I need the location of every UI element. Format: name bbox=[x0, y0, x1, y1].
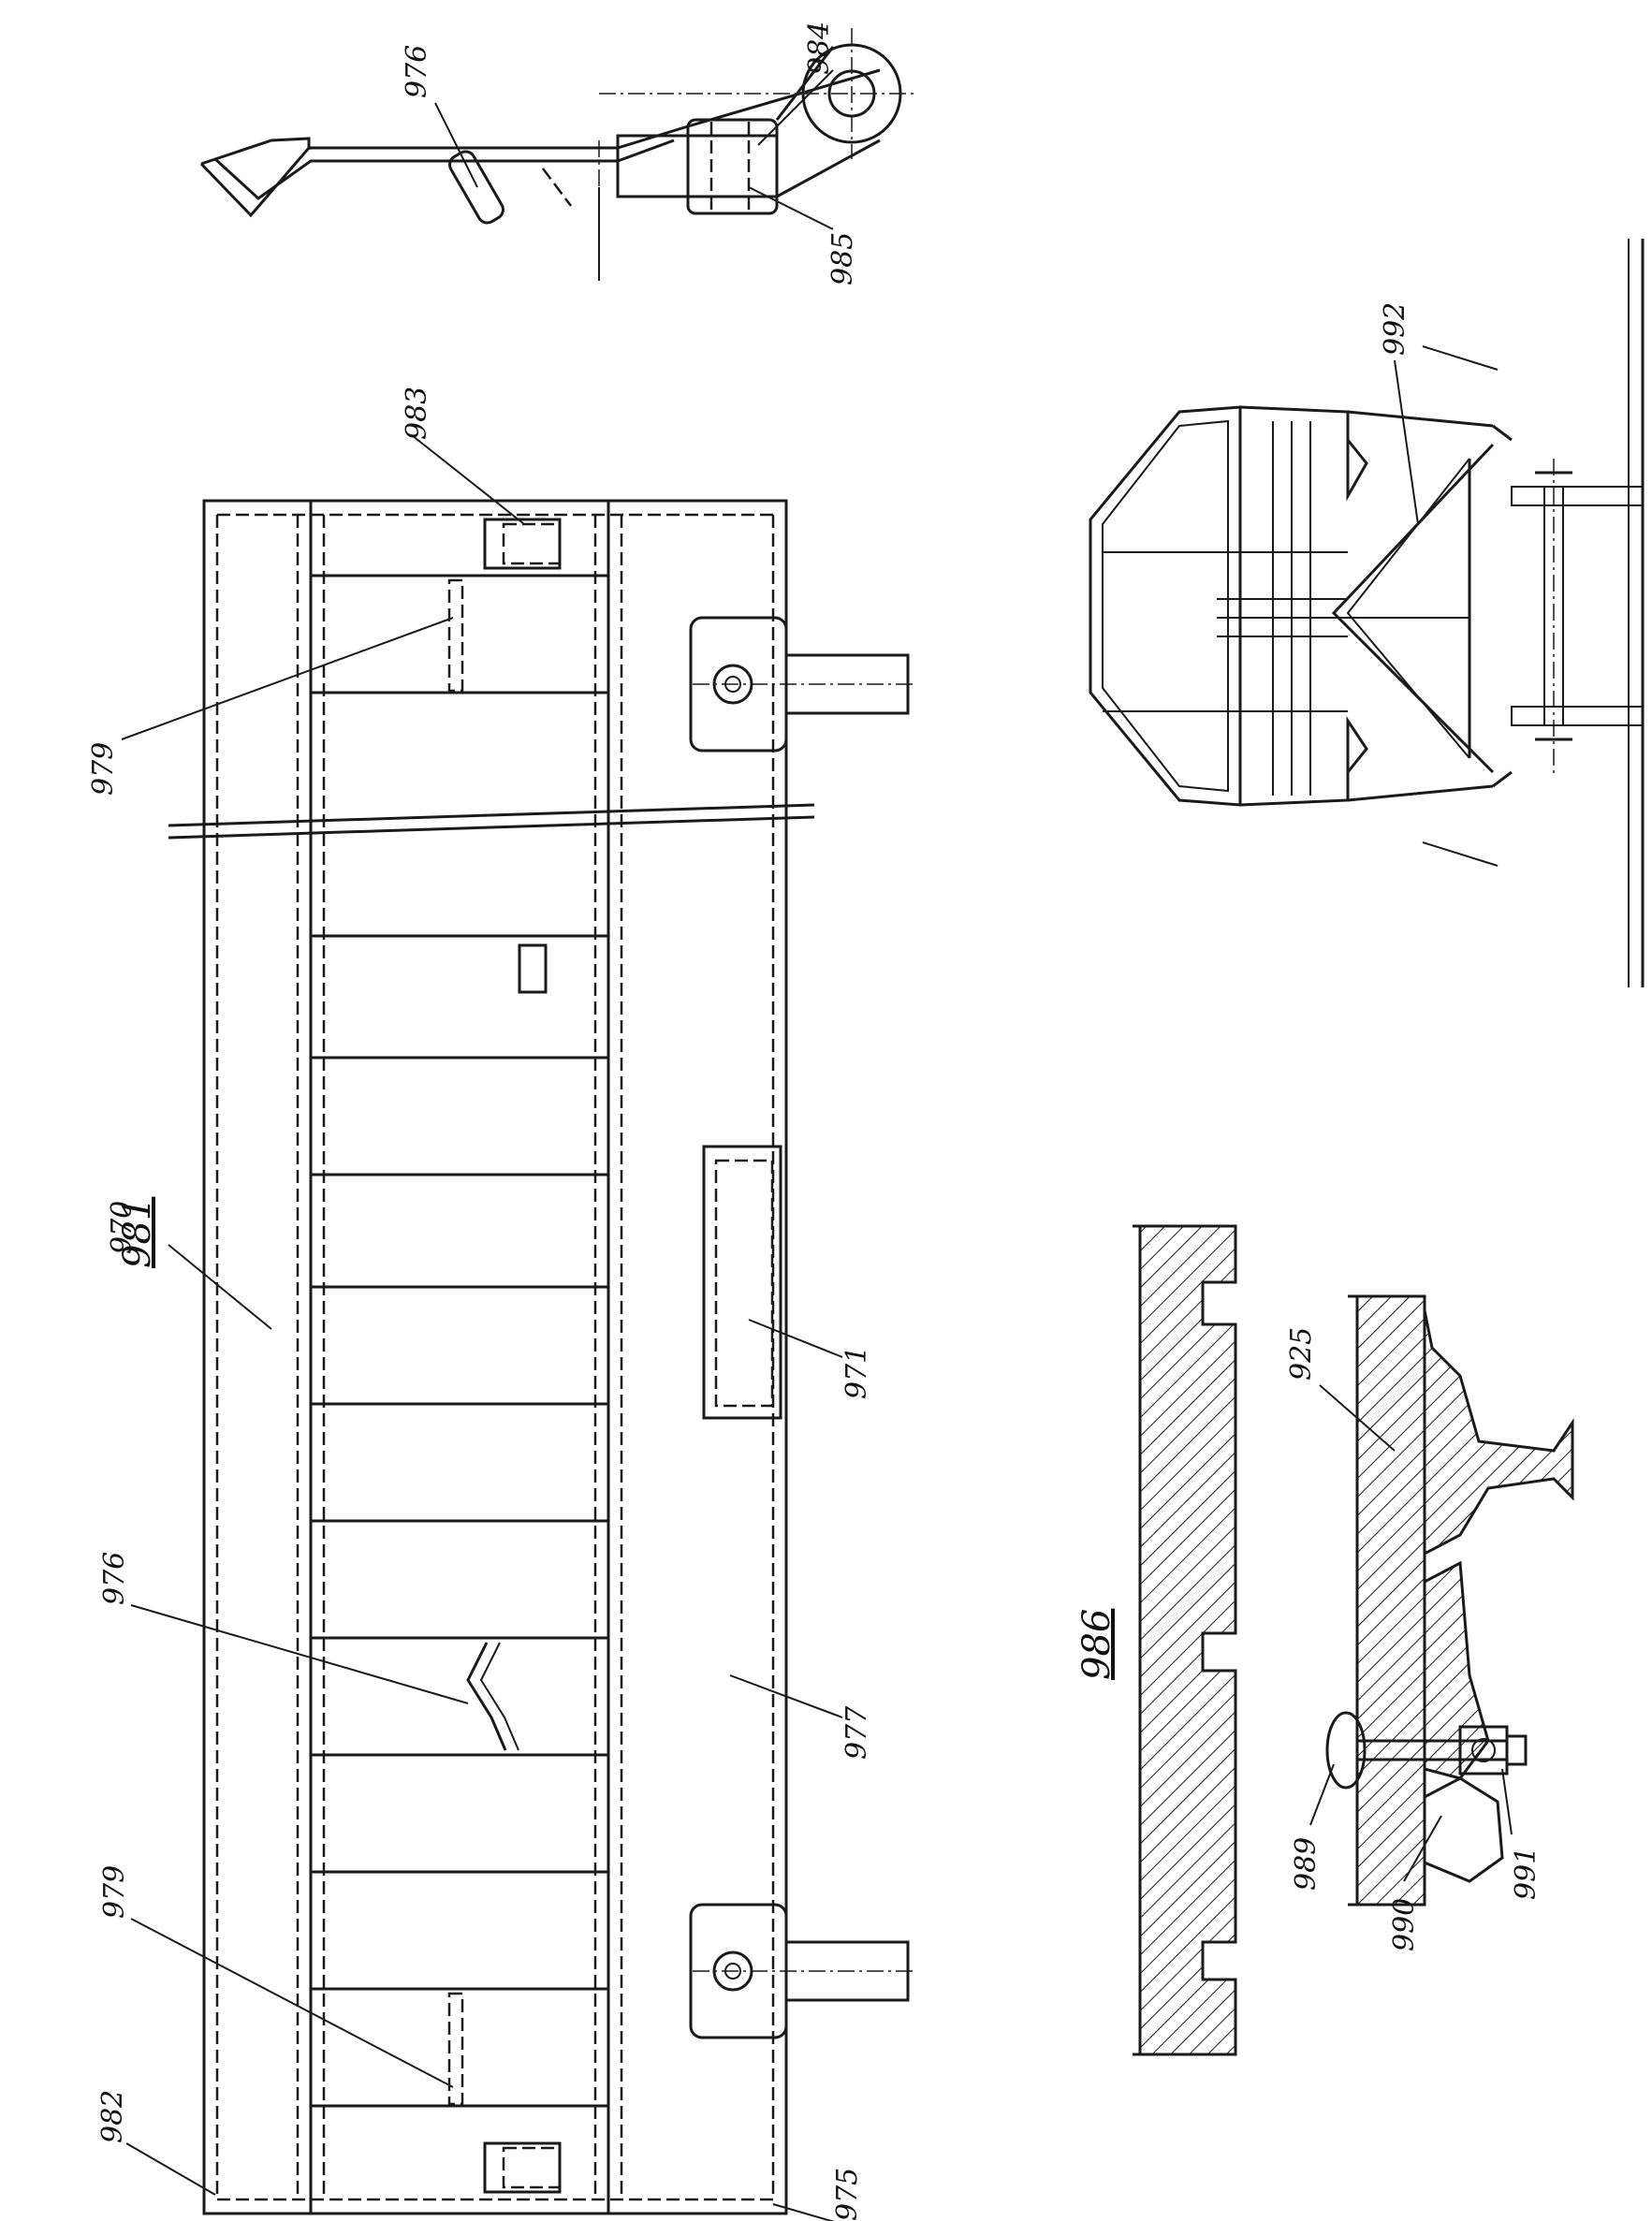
label-982: 982 bbox=[96, 2090, 129, 2143]
figure-label-981: 981 bbox=[116, 1197, 159, 1268]
rail-detail-upper bbox=[1133, 1224, 1237, 2056]
end-elevation-view bbox=[1089, 239, 1645, 987]
label-971: 971 bbox=[841, 1346, 873, 1399]
label-976-mid: 976 bbox=[98, 1552, 131, 1605]
label-970: 970 bbox=[106, 1201, 139, 1254]
lifting-lug-top bbox=[689, 616, 917, 753]
frame-plan-view bbox=[121, 434, 917, 2221]
cross-ribs bbox=[311, 574, 608, 2108]
side-section-view bbox=[199, 28, 917, 281]
label-925: 925 bbox=[1285, 1327, 1318, 1381]
lifting-lug-bottom bbox=[689, 1903, 917, 2039]
label-983: 983 bbox=[401, 387, 433, 440]
label-976-top: 976 bbox=[401, 45, 433, 98]
label-979-top: 979 bbox=[87, 742, 120, 796]
label-985: 985 bbox=[826, 232, 859, 285]
rail-detail-lower bbox=[1309, 1294, 1574, 1907]
label-991: 991 bbox=[1510, 1847, 1542, 1900]
label-975: 975 bbox=[831, 2168, 864, 2221]
label-984: 984 bbox=[803, 22, 836, 75]
figure-label-986: 986 bbox=[1075, 1609, 1118, 1680]
label-992: 992 bbox=[1379, 302, 1411, 356]
label-990: 990 bbox=[1388, 1898, 1421, 1951]
label-989: 989 bbox=[1290, 1837, 1323, 1891]
label-977: 977 bbox=[841, 1705, 873, 1760]
label-979-bottom: 979 bbox=[98, 1865, 131, 1919]
part-labels: 981 986 970 971 977 976 979 979 982 975 … bbox=[87, 22, 1542, 2221]
